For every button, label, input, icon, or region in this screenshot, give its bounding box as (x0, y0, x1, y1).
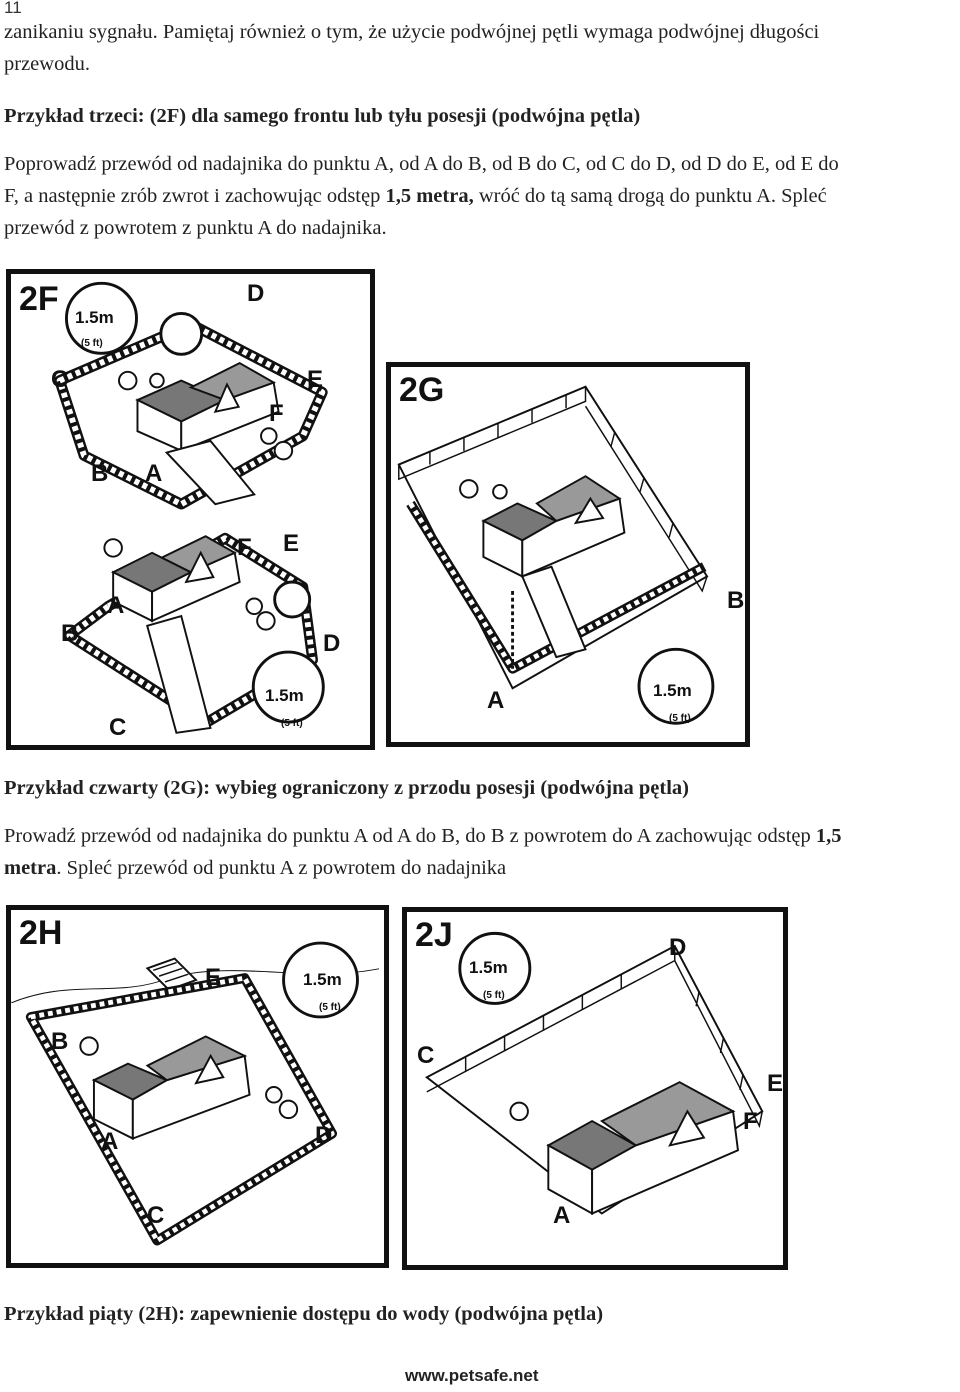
paragraph-line: przewodu. (4, 53, 90, 75)
figure-label: 2G (399, 371, 445, 409)
figure-label: 2H (19, 914, 63, 952)
footer-url: www.petsafe.net (405, 1366, 539, 1385)
distance-label: 1.5m (469, 958, 508, 977)
figure-2f-drawing (54, 281, 328, 734)
point-label: C (417, 1042, 435, 1069)
point-label: B (727, 587, 745, 614)
point-label: D (247, 280, 265, 307)
point-label: A (553, 1202, 571, 1229)
distance-sublabel: (5 ft) (669, 713, 691, 724)
point-label: A (487, 687, 505, 714)
point-label: D (669, 934, 687, 961)
paragraph-line: Prowadź przewód od nadajnika do punktu A… (4, 825, 842, 847)
distance-label: 1.5m (75, 308, 114, 327)
point-label: D (323, 630, 341, 657)
emphasis: 1,5 (815, 825, 842, 847)
page-number: 11 (4, 0, 22, 17)
point-label: E (767, 1070, 784, 1097)
distance-label: 1.5m (653, 681, 692, 700)
point-label: B (61, 620, 79, 647)
emphasis: 1,5 metra, (385, 185, 474, 207)
point-label: B (91, 460, 109, 487)
figure-2f: 2F 1.5m (5 ft) D C E F B A F E A B D C 1… (6, 269, 375, 750)
distance-sublabel: (5 ft) (81, 338, 103, 349)
paragraph-line: zanikaniu sygnału. Pamiętaj również o ty… (4, 21, 820, 43)
point-label: E (283, 530, 300, 557)
point-label: E (205, 964, 222, 991)
figure-2h: 2H 1.5m (5 ft) E B A D C (6, 905, 389, 1268)
point-label: C (51, 366, 69, 393)
emphasis: metra (4, 857, 57, 879)
point-label: C (109, 714, 127, 741)
point-label: F (237, 534, 252, 561)
paragraph-line: przewód z powrotem z punktu A do nadajni… (4, 217, 387, 239)
point-label: A (107, 592, 125, 619)
point-label: F (743, 1108, 758, 1135)
point-label: D (315, 1122, 333, 1149)
point-label: E (307, 366, 324, 393)
figure-2g-drawing (397, 385, 715, 725)
paragraph-line: Poprowadź przewód od nadajnika do punktu… (4, 153, 839, 175)
point-label: A (145, 460, 163, 487)
figure-2j-drawing (424, 931, 764, 1216)
heading-example-3: Przykład trzeci: (2F) dla samego frontu … (4, 105, 641, 127)
figure-2j: 2J 1.5m (5 ft) D C E F A (402, 907, 788, 1270)
figure-2g: 2G B A 1.5m (5 ft) (386, 362, 750, 747)
figure-2h-drawing (11, 910, 380, 1246)
point-label: C (147, 1202, 165, 1229)
distance-sublabel: (5 ft) (319, 1002, 341, 1013)
paragraph-line: F, a następnie zrób zwrot i zachowując o… (4, 185, 827, 207)
point-label: B (51, 1028, 69, 1055)
distance-label: 1.5m (303, 970, 342, 989)
figure-label: 2J (415, 916, 453, 954)
point-label: A (101, 1128, 119, 1155)
paragraph-line: metra. Spleć przewód od punktu A z powro… (4, 857, 507, 879)
heading-example-4: Przykład czwarty (2G): wybieg ograniczon… (4, 777, 689, 799)
distance-label: 1.5m (265, 686, 304, 705)
distance-sublabel: (5 ft) (281, 718, 303, 729)
figure-label: 2F (19, 280, 59, 318)
distance-sublabel: (5 ft) (483, 990, 505, 1001)
point-label: F (269, 400, 284, 427)
heading-example-5: Przykład piąty (2H): zapewnienie dostępu… (4, 1303, 604, 1325)
